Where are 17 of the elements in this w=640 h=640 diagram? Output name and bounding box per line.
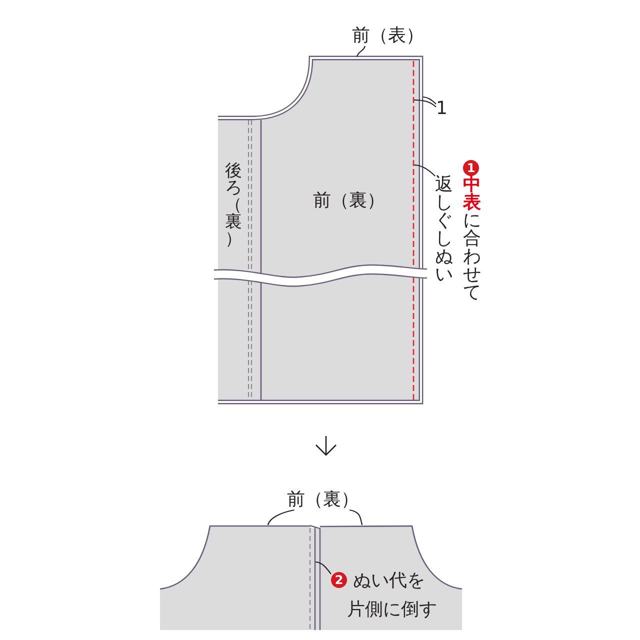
part-label: 前（裏） bbox=[287, 490, 359, 510]
fabric-piece bbox=[159, 525, 312, 630]
leader-line bbox=[315, 561, 332, 574]
leader-line bbox=[349, 509, 363, 526]
part-label: 前（裏） bbox=[313, 191, 385, 211]
instruction-text: 中表に合わせて返しぐしぬい bbox=[435, 176, 481, 302]
leader-line bbox=[414, 164, 436, 176]
part-label: 前（表） bbox=[352, 26, 424, 46]
dimension-label: 1 bbox=[436, 99, 448, 119]
part-label: 後ろ（裏） bbox=[225, 163, 242, 248]
leader-line bbox=[356, 46, 366, 57]
leader-line bbox=[267, 509, 294, 526]
leader-line bbox=[414, 99, 436, 108]
fabric-piece bbox=[319, 525, 463, 630]
instruction-text: ぬい代を片側に倒す bbox=[347, 569, 438, 622]
step-number: 1 bbox=[463, 160, 479, 176]
leader-line bbox=[422, 96, 436, 104]
